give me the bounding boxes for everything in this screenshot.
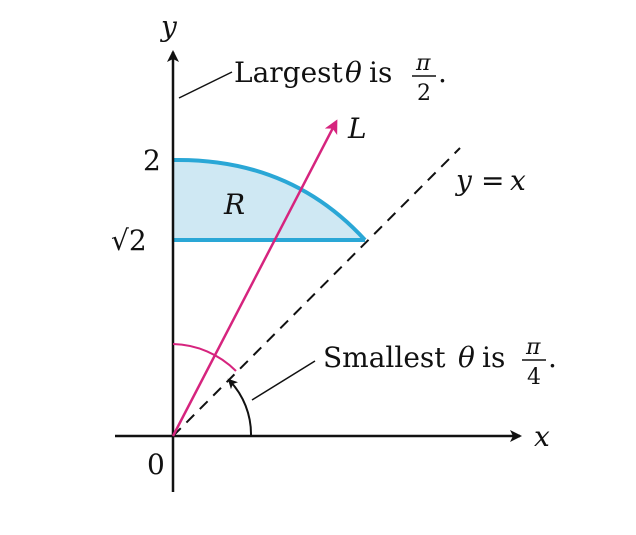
leader-largest (178, 71, 233, 99)
line-label-lhs: y (454, 164, 473, 197)
theta-arc-ray-l (172, 343, 237, 372)
smallest-text-prefix: Smallest (323, 341, 446, 374)
ray-l-label: L (347, 112, 367, 145)
ray-l (171, 119, 338, 437)
y-tick-sqrt2: √2 (111, 224, 147, 257)
line-label-rhs: x (510, 164, 526, 197)
largest-tail: . (438, 56, 447, 89)
largest-text-prefix: Largest (234, 56, 344, 89)
line-label-eq: = (481, 164, 504, 197)
theta-arc-smallest (227, 378, 253, 437)
smallest-text-is: is (482, 341, 505, 374)
x-axis-label: x (534, 420, 550, 453)
line-y-equals-x (172, 147, 461, 437)
largest-theta: θ (345, 56, 362, 89)
y-axis-label: y (159, 10, 178, 43)
region-r-shape (173, 159, 365, 240)
leader-smallest (251, 360, 316, 401)
largest-denominator: 2 (417, 81, 431, 106)
smallest-tail: . (548, 341, 557, 374)
y-tick-2: 2 (143, 144, 161, 177)
smallest-denominator: 4 (527, 365, 541, 390)
origin-label: 0 (147, 448, 165, 481)
largest-numerator: π (415, 51, 431, 76)
region-r-label: R (223, 188, 245, 221)
smallest-numerator: π (525, 335, 541, 360)
region-r-top-arc (172, 157, 367, 242)
largest-text-is: is (369, 56, 392, 89)
smallest-theta: θ (458, 341, 475, 374)
